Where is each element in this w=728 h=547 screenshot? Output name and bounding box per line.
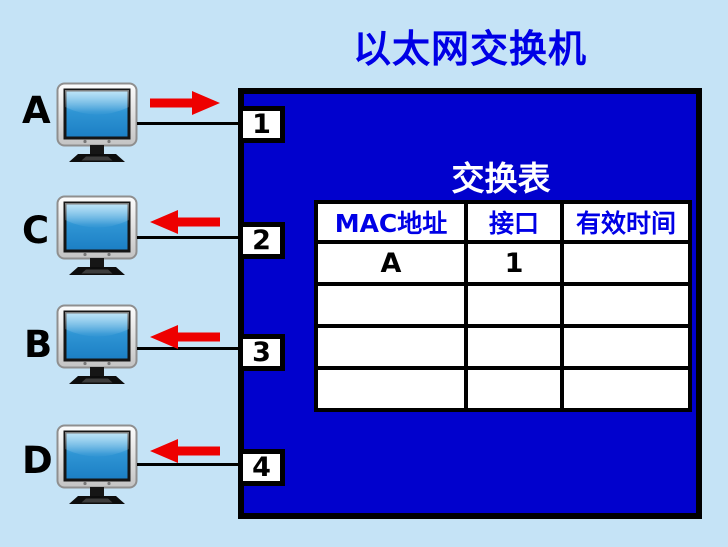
col-header-valid-time: 有效时间 — [560, 200, 692, 244]
frame-direction-arrow-a — [150, 91, 220, 115]
cell-mac: A — [314, 240, 468, 286]
switch-port-4: 4 — [238, 449, 285, 486]
table-row — [314, 366, 692, 412]
switch-port-1: 1 — [238, 106, 285, 143]
switch-port-3: 3 — [238, 334, 285, 371]
cell-interface — [464, 366, 564, 412]
cell-mac — [314, 324, 468, 370]
table-row — [314, 324, 692, 370]
col-header-interface: 接口 — [464, 200, 564, 244]
link-line-host-d — [137, 463, 244, 466]
cell-valid-time — [560, 366, 692, 412]
cell-interface: 1 — [464, 240, 564, 286]
frame-direction-arrow-d — [150, 439, 220, 463]
diagram-title: 以太网交换机 — [352, 27, 587, 71]
table-row — [314, 282, 692, 328]
cell-interface — [464, 282, 564, 328]
link-line-host-c — [137, 236, 244, 239]
cell-valid-time — [560, 240, 692, 286]
table-header-row: MAC地址 接口 有效时间 — [314, 200, 692, 244]
col-header-mac-address: MAC地址 — [314, 200, 468, 244]
cell-mac — [314, 282, 468, 328]
frame-direction-arrow-c — [150, 210, 220, 234]
computer-icon-d — [56, 424, 138, 504]
cell-valid-time — [560, 282, 692, 328]
host-label-b: B — [24, 323, 53, 366]
switch-port-2: 2 — [238, 222, 285, 259]
switching-table: MAC地址 接口 有效时间 A 1 — [314, 200, 692, 412]
host-label-d: D — [22, 439, 53, 482]
switching-table-title: 交换表 — [451, 159, 551, 198]
frame-direction-arrow-b — [150, 325, 220, 349]
computer-icon-c — [56, 195, 138, 275]
cell-mac — [314, 366, 468, 412]
host-label-a: A — [22, 89, 51, 132]
computer-icon-a — [56, 82, 138, 162]
computer-icon-b — [56, 304, 138, 384]
link-line-host-b — [137, 347, 244, 350]
cell-valid-time — [560, 324, 692, 370]
host-label-c: C — [22, 209, 50, 252]
link-line-host-a — [137, 122, 244, 125]
table-row: A 1 — [314, 240, 692, 286]
cell-interface — [464, 324, 564, 370]
